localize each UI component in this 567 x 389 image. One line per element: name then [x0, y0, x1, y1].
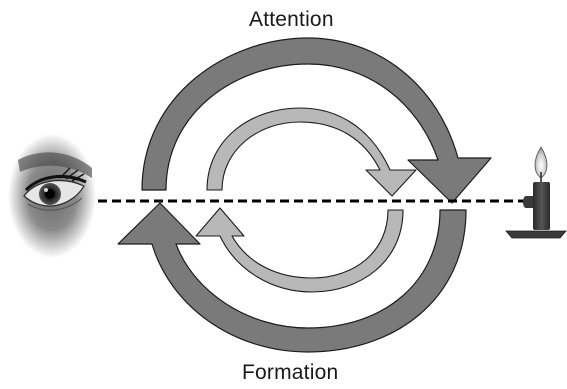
- eye-icon: [8, 134, 96, 258]
- inner-bottom-arrow: [196, 208, 403, 292]
- formation-label: Formation: [242, 361, 338, 385]
- attention-label: Attention: [249, 8, 334, 32]
- inner-top-arrow: [207, 108, 416, 196]
- candle-icon: [506, 147, 566, 238]
